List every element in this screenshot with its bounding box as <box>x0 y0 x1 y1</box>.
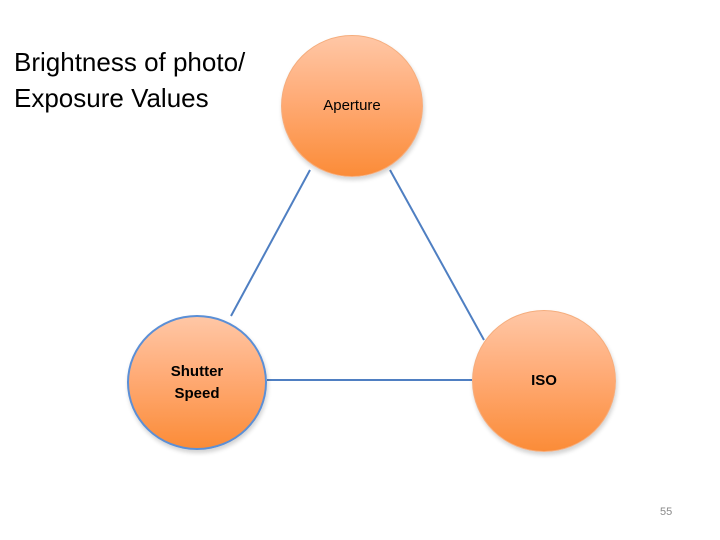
shutter-label-line-2: Speed <box>174 384 220 402</box>
shutter-speed-node[interactable]: Shutter Speed <box>127 315 267 450</box>
iso-label: ISO <box>531 372 557 389</box>
shutter-label-line-1: Shutter <box>170 362 224 380</box>
iso-node[interactable]: ISO <box>472 310 616 452</box>
slide-title: Brightness of photo/ Exposure Values <box>14 44 284 116</box>
edge-aperture-shutter <box>230 169 311 317</box>
edge-aperture-iso <box>389 169 485 341</box>
aperture-node[interactable]: Aperture <box>281 35 423 177</box>
title-line-2: Exposure Values <box>14 83 209 113</box>
shutter-speed-label: Shutter Speed <box>171 361 224 405</box>
aperture-label: Aperture <box>323 97 381 114</box>
title-line-1: Brightness of photo/ <box>14 47 246 77</box>
page-number: 55 <box>660 506 673 518</box>
